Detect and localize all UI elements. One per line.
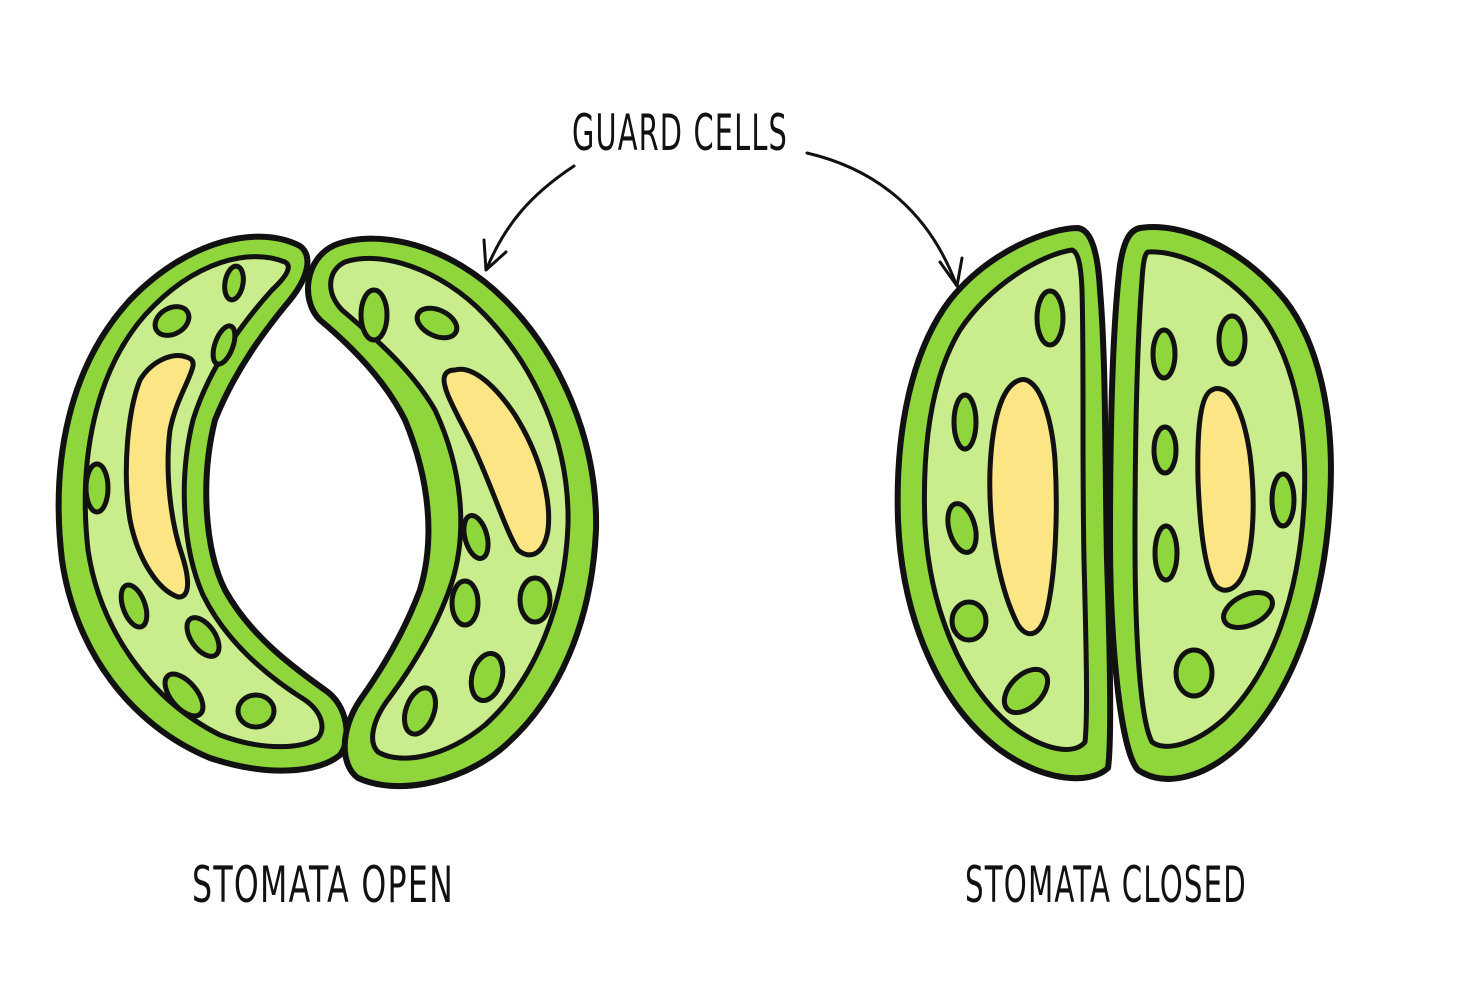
guard-cells-label: GUARD CELLS [572, 104, 788, 162]
open-right-vacuole [441, 366, 552, 558]
open-right-chloroplasts [358, 287, 553, 737]
arrow-to-open-guard-cell [482, 164, 576, 272]
arrow-to-closed-guard-cell [805, 151, 964, 288]
open-left-vacuole [123, 353, 196, 600]
stomata-open [55, 233, 600, 790]
closed-left-chloroplasts [945, 288, 1066, 716]
closed-right-chloroplasts [1150, 313, 1297, 699]
stomata-open-label: STOMATA OPEN [192, 856, 454, 914]
closed-left-vacuole [987, 376, 1059, 637]
open-right-cytoplasm [328, 255, 571, 761]
stomata-closed [894, 224, 1334, 782]
open-right-guard-cell [305, 235, 600, 790]
open-left-guard-cell [55, 233, 350, 774]
closed-right-vacuole [1195, 386, 1256, 593]
closed-right-guard-cell [1107, 224, 1334, 782]
stomata-closed-label: STOMATA CLOSED [965, 856, 1247, 914]
open-left-chloroplasts [83, 263, 277, 730]
closed-left-guard-cell [894, 225, 1114, 782]
